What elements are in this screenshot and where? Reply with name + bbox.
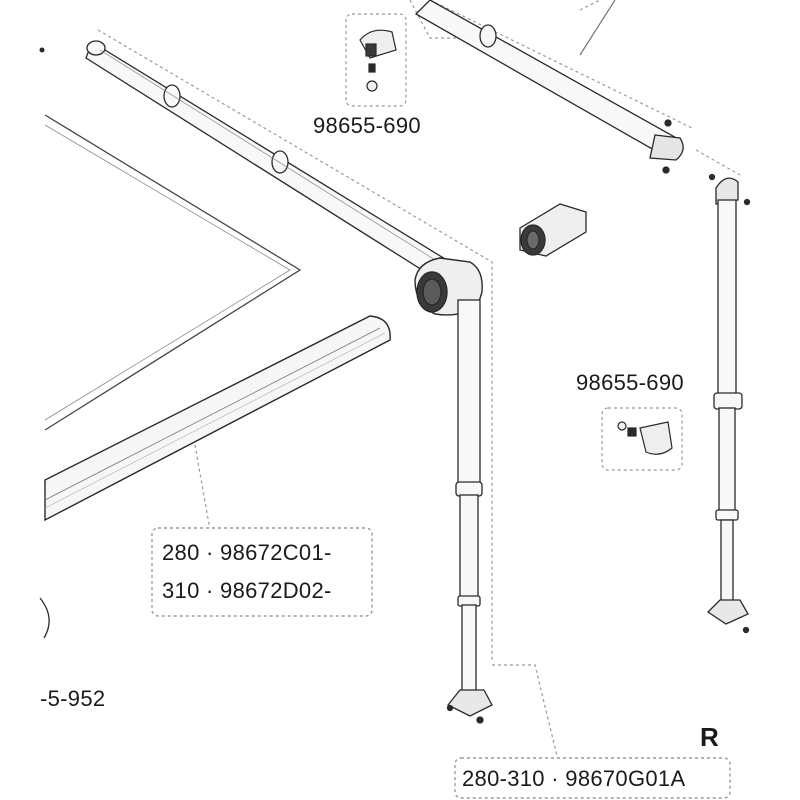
end-cap-part-top xyxy=(345,13,407,107)
front-rafter-bar xyxy=(44,315,391,522)
rear-rafter-arm xyxy=(414,0,684,174)
left-edge-arc xyxy=(39,597,50,639)
right-support-leg xyxy=(706,173,751,634)
label-top-part-number: 98655-690 xyxy=(313,113,421,138)
rafter-knob-part xyxy=(519,203,587,257)
label-left-edge-part-number: -5-952 xyxy=(40,686,106,711)
assembly-guide-lines xyxy=(97,0,741,761)
canopy-outline xyxy=(44,114,302,431)
main-support-leg xyxy=(446,299,493,724)
label-leg-part-number: 280-310 · 98670G01A xyxy=(462,766,686,791)
label-mid-part-number: 98655-690 xyxy=(576,370,684,395)
side-indicator-letter: R xyxy=(700,722,719,752)
label-rafter-line-2: 310 · 98672D02- xyxy=(162,578,332,603)
rafter-callout-box xyxy=(151,527,373,617)
end-cap-part-mid xyxy=(601,407,683,471)
label-rafter-line-1: 280 · 98672C01- xyxy=(162,540,332,565)
left-edge-dot xyxy=(39,47,45,53)
left-rafter-arm xyxy=(85,40,451,281)
leg-callout-box xyxy=(454,757,731,799)
